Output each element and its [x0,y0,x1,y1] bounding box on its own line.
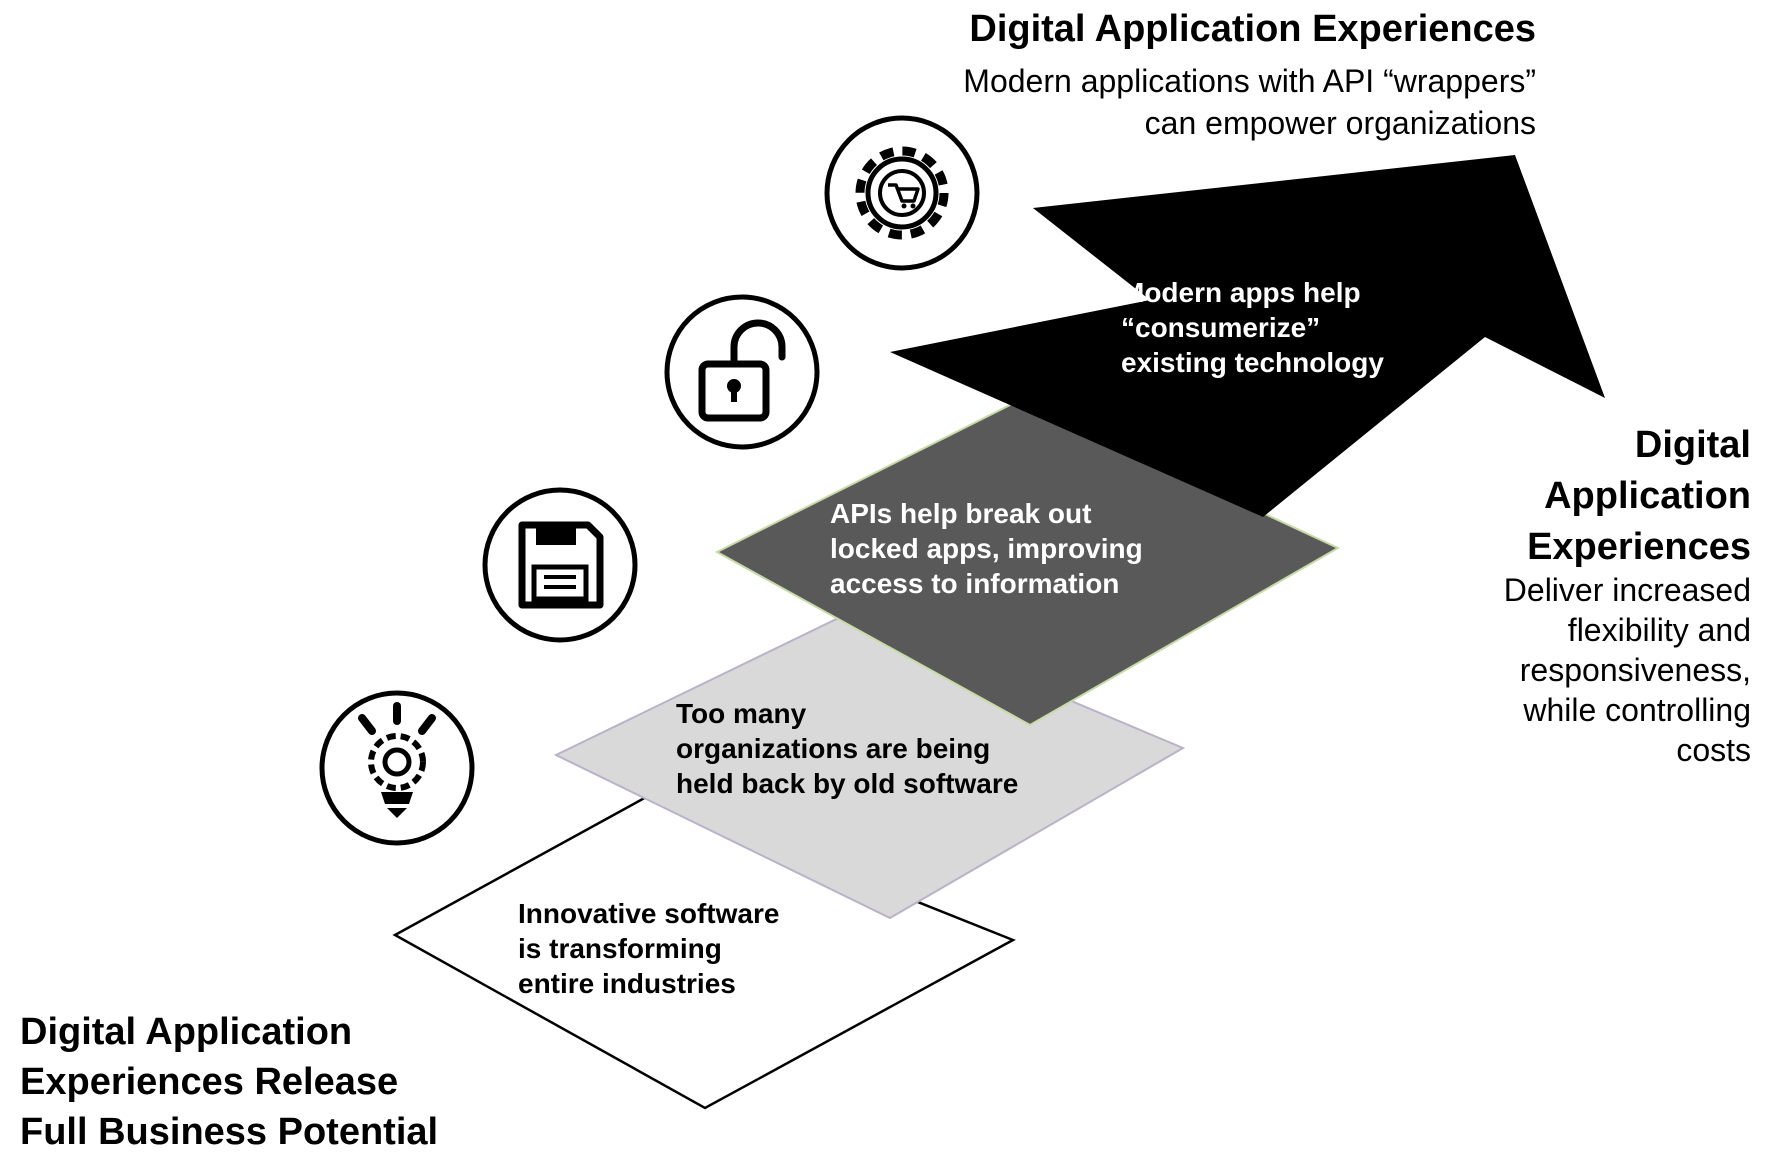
bottom-title-line: Digital Application [20,1011,353,1053]
floppy-disk-icon [482,487,638,643]
top-description-line: Modern applications with API “wrappers” [963,63,1536,99]
gear-cart-icon [824,115,980,271]
step-3-text-line: access to information [830,568,1120,599]
unlocked-padlock-icon [664,294,820,450]
step-1-text-line: entire industries [518,968,736,999]
top-description: Modern applications with API “wrappers” … [963,60,1536,144]
right-description-line: while controlling [1523,692,1751,728]
step-3-text: APIs help break out locked apps, improvi… [830,496,1143,601]
step-4-text-line: “consumerize” [1121,312,1321,343]
bottom-title-line: Full Business Potential [20,1111,439,1153]
step-1-tile [392,793,1016,1110]
bottom-title-line: Experiences Release [20,1061,399,1103]
step-1-text: Innovative software is transforming enti… [518,896,779,1001]
bottom-title: Digital Application Experiences Release … [20,1007,438,1157]
step-2-text-line: organizations are being [676,733,991,764]
right-description: Deliver increased flexibility and respon… [1504,570,1751,770]
right-title-line: Experiences [1527,526,1751,568]
top-title: Digital Application Experiences [969,8,1536,50]
step-4-text-line: Modern apps help [1121,277,1361,308]
right-title-line: Digital [1634,424,1751,466]
step-1-text-line: is transforming [518,933,722,964]
step-2-text: Too many organizations are being held ba… [676,696,1018,801]
lightbulb-gear-icon [319,690,475,846]
right-title: Digital Application Experiences [1527,420,1751,573]
step-3-text-line: locked apps, improving [830,533,1143,564]
step-3-text-line: APIs help break out [830,498,1092,529]
step-1-text-line: Innovative software [518,898,780,929]
right-description-line: costs [1676,732,1751,768]
right-description-line: flexibility and [1567,612,1751,648]
step-4-arrow [890,155,1605,517]
top-description-line: can empower organizations [1144,105,1536,141]
step-4-text: Modern apps help “consumerize” existing … [1121,275,1384,380]
step-2-text-line: Too many [676,698,807,729]
right-title-line: Application [1544,475,1751,517]
step-2-text-line: held back by old software [676,768,1019,799]
right-description-line: responsiveness, [1519,652,1751,688]
step-4-text-line: existing technology [1121,347,1384,378]
right-description-line: Deliver increased [1503,572,1751,608]
